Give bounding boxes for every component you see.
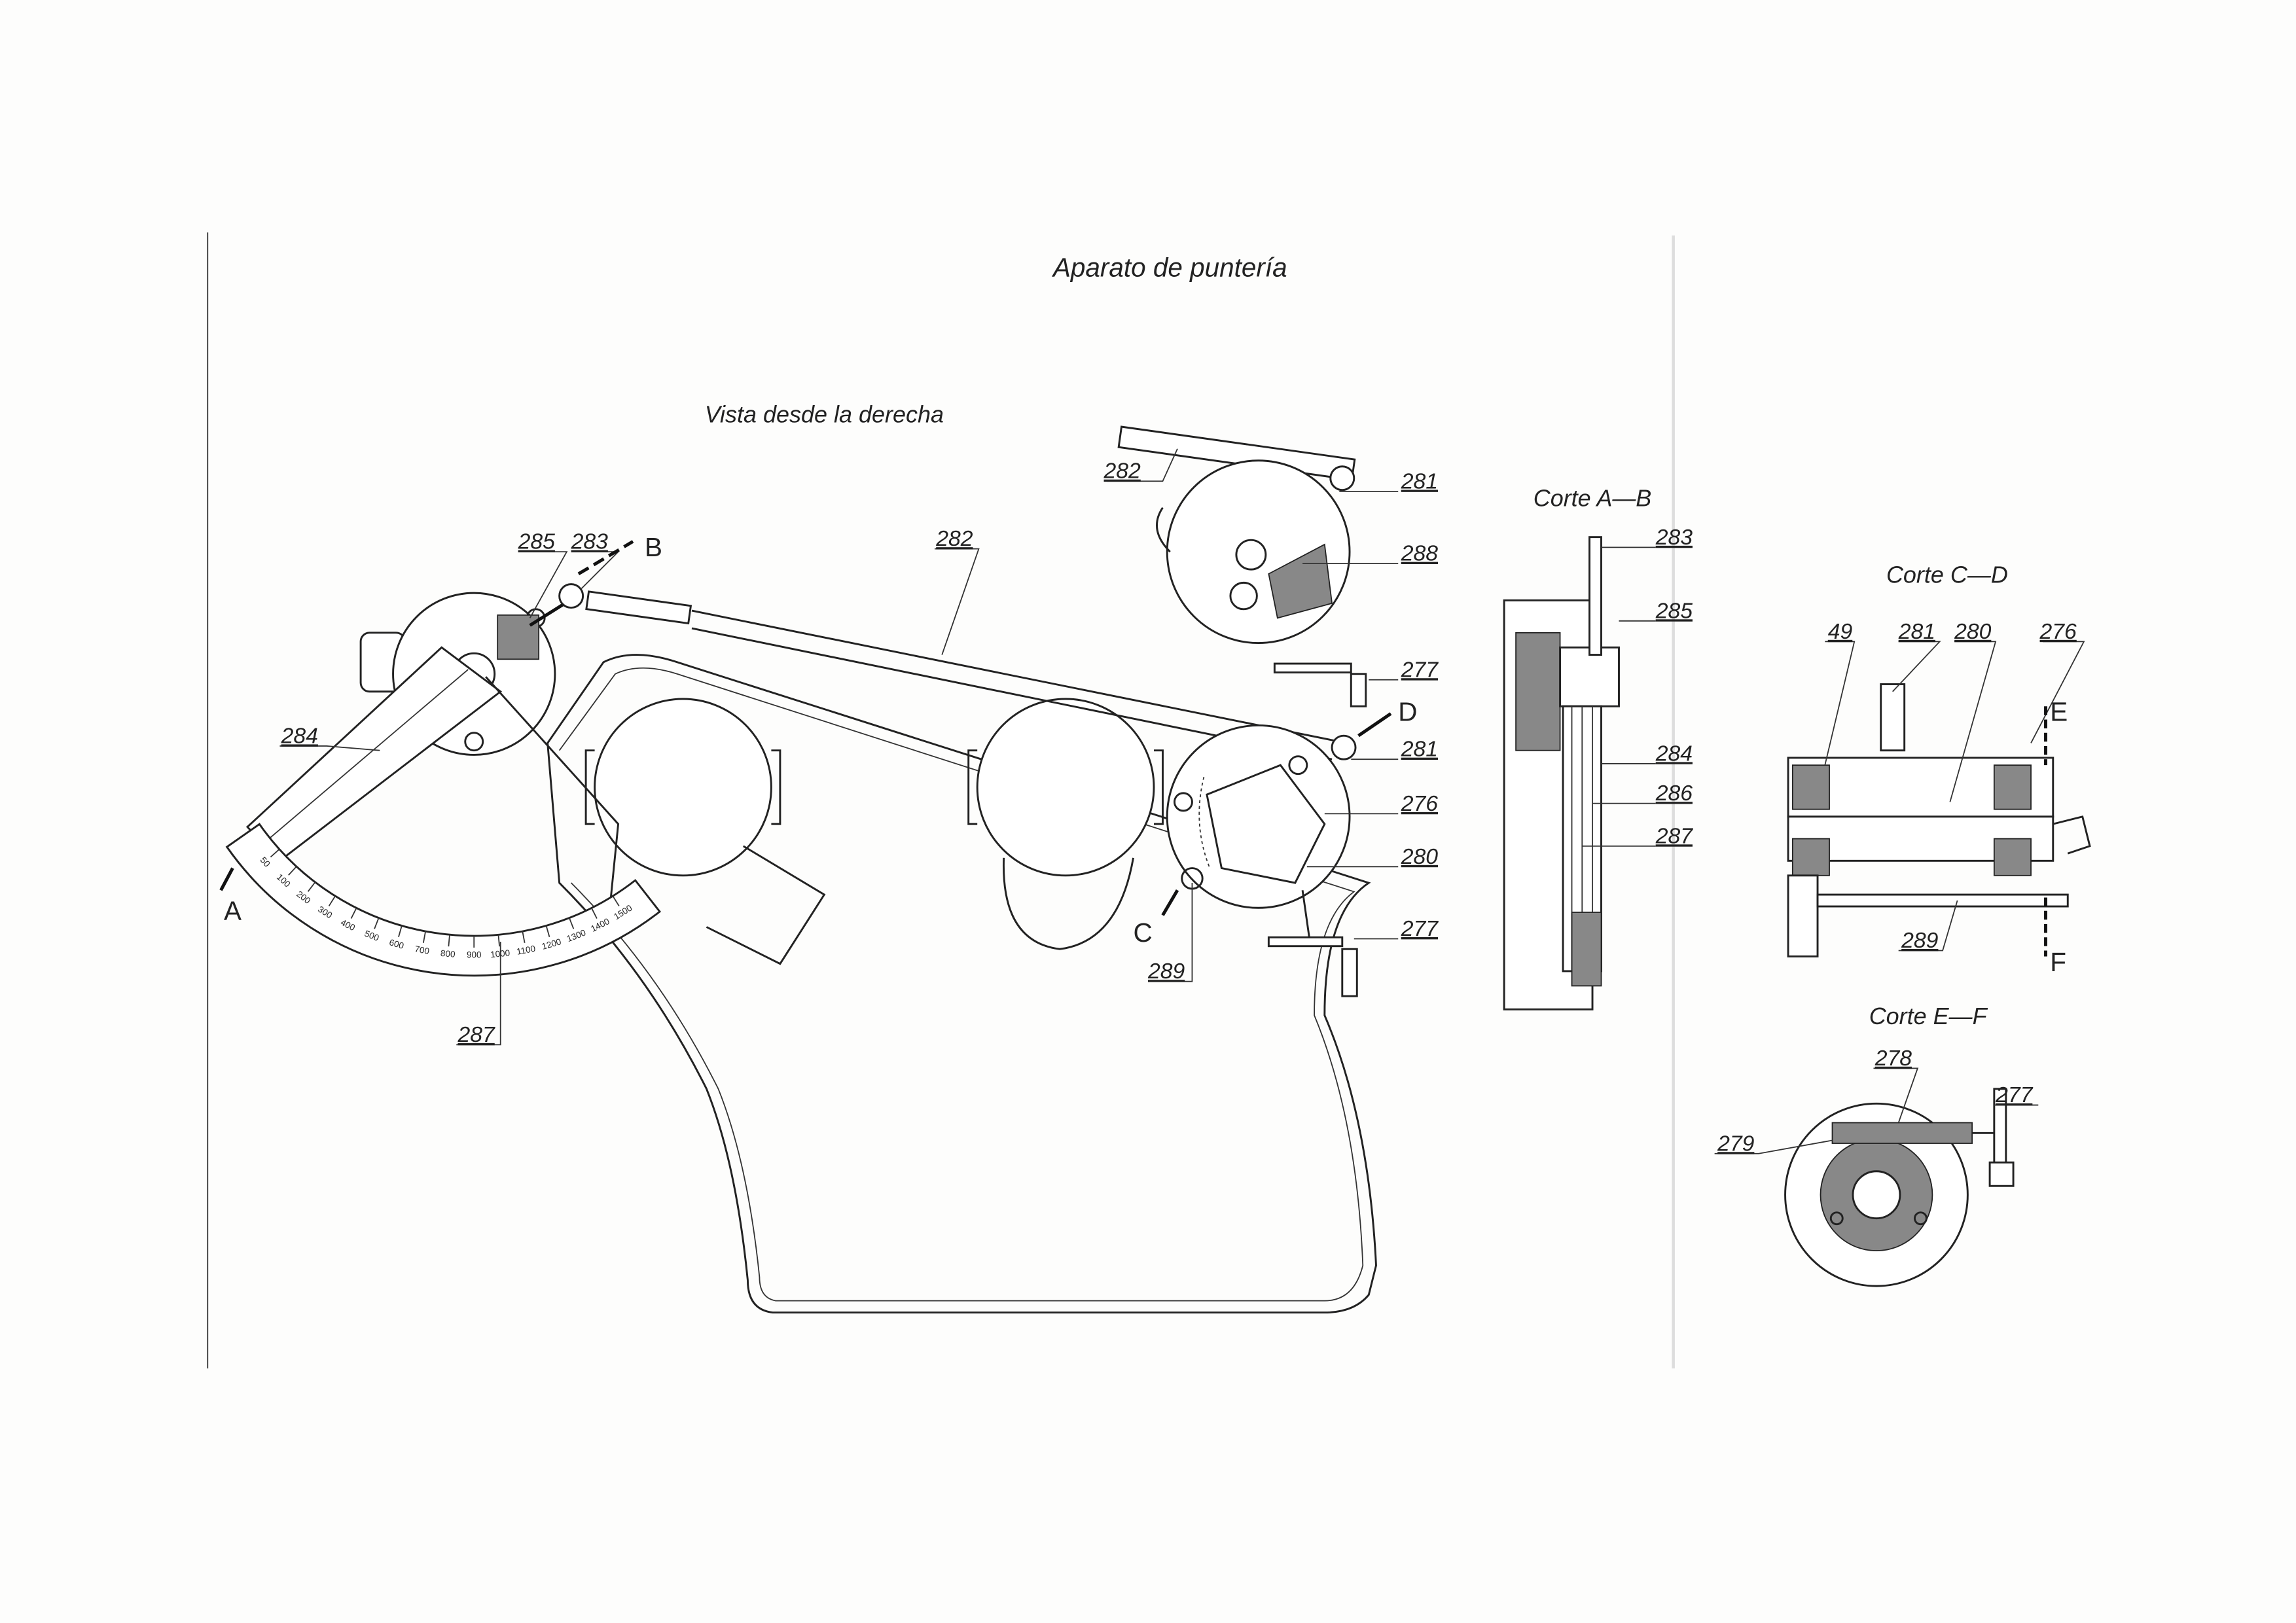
scale-tick: [448, 935, 450, 947]
part-label-282-rod: 282: [935, 526, 973, 551]
cd-label-281: 281: [1898, 619, 1935, 644]
part-label-283: 283: [571, 529, 609, 554]
section-letter-e: E: [2050, 697, 2068, 727]
section-letter-f: F: [2050, 947, 2066, 977]
section-letter-a: A: [224, 895, 242, 925]
part-label-277: 277: [1401, 657, 1439, 682]
part-label-281-lower: 281: [1401, 737, 1438, 762]
section-letter-b: B: [645, 532, 662, 562]
section-letter-d: D: [1398, 697, 1417, 727]
view-title-main: Vista desde la derecha: [705, 401, 944, 427]
wheel-hub-left: [594, 698, 772, 877]
part-label-281: 281: [1401, 469, 1438, 493]
view-title-section-cd: Corte C—D: [1886, 561, 2008, 588]
view-title-section-ef: Corte E—F: [1869, 1003, 1988, 1029]
ab-label-287: 287: [1655, 823, 1694, 848]
scale-mark-label: 1100: [516, 944, 536, 957]
ef-label-278: 278: [1874, 1046, 1912, 1071]
ab-label-285: 285: [1655, 598, 1693, 623]
scale-tick: [591, 908, 598, 919]
section-cd-drawing: [1787, 683, 2091, 957]
scale-mark-label: 900: [467, 950, 482, 960]
scale-mark-label: 800: [440, 948, 456, 959]
scale-tick: [422, 931, 427, 943]
ab-label-284: 284: [1655, 741, 1693, 766]
part-label-285: 285: [518, 529, 556, 554]
scale-mark-label: 50: [258, 855, 272, 869]
scale-tick: [545, 925, 550, 938]
part-label-289: 289: [1147, 959, 1185, 984]
scale-band: [225, 823, 662, 977]
scale-mark-label: 600: [388, 937, 405, 951]
part-label-282: 282: [1103, 459, 1141, 484]
scale-tick: [522, 931, 526, 943]
arm-284: [245, 646, 620, 898]
part-label-288: 288: [1401, 541, 1439, 566]
scale-tick: [288, 866, 297, 876]
drawing-title: Aparato de puntería: [1052, 253, 1287, 283]
ab-label-283: 283: [1655, 525, 1693, 550]
scale-tick: [270, 848, 280, 858]
section-ab-drawing: [1503, 536, 1620, 1010]
wheel-hub-right: [976, 698, 1155, 877]
section-letter-c: C: [1134, 918, 1153, 948]
scale-tick: [568, 918, 575, 929]
cd-label-280: 280: [1954, 619, 1992, 644]
part-label-276: 276: [1401, 791, 1439, 816]
scale-tick: [497, 935, 500, 947]
scale-mark-label: 700: [414, 944, 430, 956]
part-label-287: 287: [457, 1022, 495, 1047]
section-ef-drawing: [1784, 1088, 2015, 1287]
ab-label-286: 286: [1655, 781, 1693, 806]
gun-carriage-body: [547, 654, 1377, 1314]
part-label-277-lower: 277: [1401, 916, 1439, 941]
scale-tick: [612, 895, 620, 906]
scale-tick: [328, 895, 336, 906]
scale-tick: [350, 908, 357, 919]
view-title-section-ab: Corte A—B: [1534, 484, 1652, 511]
cd-label-289: 289: [1901, 928, 1939, 953]
ef-label-279: 279: [1717, 1131, 1755, 1156]
part-label-280: 280: [1401, 844, 1439, 869]
elevating-gear-detail: [1117, 425, 1367, 707]
leader-lines: [279, 448, 2085, 1154]
scale-tick: [398, 925, 403, 938]
cd-label-276: 276: [2039, 619, 2077, 644]
ef-label-277: 277: [1995, 1082, 2034, 1107]
section-cut-markers: [219, 540, 2048, 957]
cd-label-49: 49: [1828, 619, 1853, 644]
scale-mark-label: 500: [363, 929, 380, 943]
scale-tick: [374, 918, 380, 929]
scale-tick: [307, 882, 316, 892]
part-label-284: 284: [281, 723, 318, 748]
